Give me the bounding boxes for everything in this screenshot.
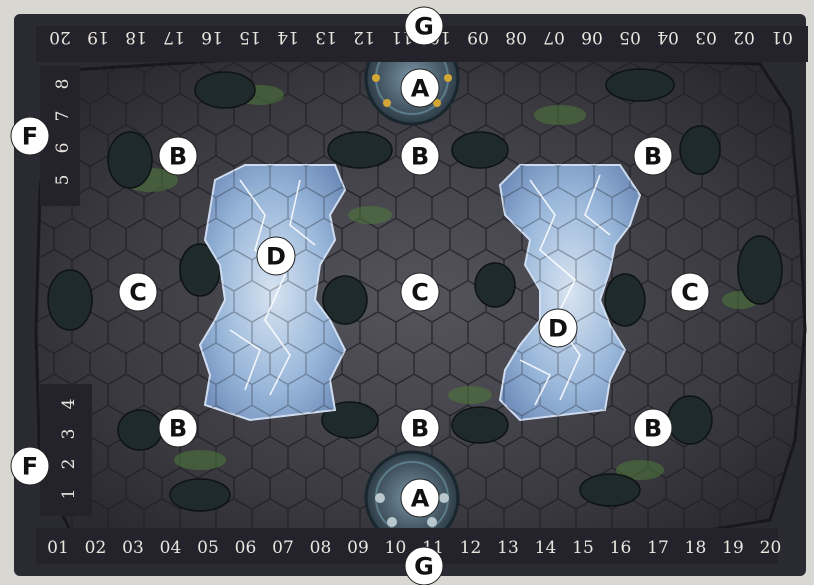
marker-label: B xyxy=(169,143,187,171)
bottom-ruler-number: 14 xyxy=(535,538,557,558)
marker-b: B xyxy=(634,409,672,447)
top-ruler-number: 15 xyxy=(239,27,261,47)
marker-a: A xyxy=(401,479,439,517)
marker-g: G xyxy=(405,547,443,585)
bottom-ruler-number: 18 xyxy=(685,538,707,558)
marker-label: B xyxy=(411,143,429,171)
marker-c: C xyxy=(119,273,157,311)
top-ruler-number: 16 xyxy=(201,27,223,47)
bottom-ruler-number: 05 xyxy=(197,538,219,558)
top-ruler-number: 07 xyxy=(543,27,565,47)
marker-label: B xyxy=(644,415,662,443)
top-ruler-number: 13 xyxy=(315,27,337,47)
left-ruler-number: 1 xyxy=(59,489,79,500)
marker-b: B xyxy=(401,137,439,175)
bottom-ruler-number: 04 xyxy=(160,538,182,558)
left-ruler-number: 3 xyxy=(59,429,79,440)
marker-label: G xyxy=(414,553,434,581)
left-ruler-number: 5 xyxy=(53,175,73,186)
marker-b: B xyxy=(634,137,672,175)
marker-label: B xyxy=(411,415,429,443)
top-ruler-number: 09 xyxy=(467,27,489,47)
marker-c: C xyxy=(671,273,709,311)
bottom-ruler-number: 12 xyxy=(460,538,482,558)
marker-d: D xyxy=(539,309,577,347)
marker-g: G xyxy=(405,7,443,45)
top-ruler-number: 17 xyxy=(163,27,185,47)
marker-b: B xyxy=(159,409,197,447)
marker-label: C xyxy=(129,279,147,307)
left-ruler-number: 4 xyxy=(59,399,79,410)
marker-label: B xyxy=(644,143,662,171)
top-ruler-number: 05 xyxy=(619,27,641,47)
top-ruler-number: 04 xyxy=(657,27,679,47)
marker-f: F xyxy=(11,447,49,485)
top-ruler-number: 14 xyxy=(277,27,299,47)
left-ruler-number: 2 xyxy=(59,459,79,470)
marker-label: F xyxy=(22,453,38,481)
bottom-ruler-number: 07 xyxy=(272,538,294,558)
left-ruler-number: 7 xyxy=(53,111,73,122)
bottom-ruler-number: 02 xyxy=(85,538,107,558)
top-ruler-number: 20 xyxy=(49,27,71,47)
marker-a: A xyxy=(401,69,439,107)
bottom-ruler-number: 01 xyxy=(47,538,69,558)
marker-label: A xyxy=(411,75,430,103)
bottom-ruler-number: 09 xyxy=(347,538,369,558)
top-ruler-number: 03 xyxy=(695,27,717,47)
left-ruler-number: 6 xyxy=(53,143,73,154)
marker-label: D xyxy=(548,315,568,343)
marker-label: A xyxy=(411,485,430,513)
marker-label: C xyxy=(681,279,699,307)
marker-label: G xyxy=(414,13,434,41)
bottom-ruler-number: 17 xyxy=(647,538,669,558)
marker-b: B xyxy=(401,409,439,447)
bottom-ruler-number: 03 xyxy=(122,538,144,558)
bottom-ruler-number: 08 xyxy=(310,538,332,558)
top-ruler-number: 06 xyxy=(581,27,603,47)
top-ruler-number: 01 xyxy=(771,27,793,47)
marker-f: F xyxy=(11,117,49,155)
marker-c: C xyxy=(401,273,439,311)
top-ruler-number: 19 xyxy=(87,27,109,47)
left-ruler-number: 8 xyxy=(53,79,73,90)
top-ruler-number: 08 xyxy=(505,27,527,47)
top-ruler-number: 02 xyxy=(733,27,755,47)
marker-b: B xyxy=(159,137,197,175)
marker-label: B xyxy=(169,415,187,443)
bottom-ruler-number: 16 xyxy=(610,538,632,558)
bottom-ruler-number: 20 xyxy=(760,538,782,558)
bottom-ruler-number: 19 xyxy=(722,538,744,558)
marker-label: D xyxy=(266,243,286,271)
marker-label: C xyxy=(411,279,429,307)
bottom-ruler-number: 06 xyxy=(235,538,257,558)
bottom-ruler-number: 15 xyxy=(572,538,594,558)
marker-d: D xyxy=(257,237,295,275)
top-ruler-number: 18 xyxy=(125,27,147,47)
bottom-ruler-number: 13 xyxy=(497,538,519,558)
top-ruler-number: 12 xyxy=(353,27,375,47)
marker-label: F xyxy=(22,123,38,151)
bottom-ruler-number: 10 xyxy=(385,538,407,558)
